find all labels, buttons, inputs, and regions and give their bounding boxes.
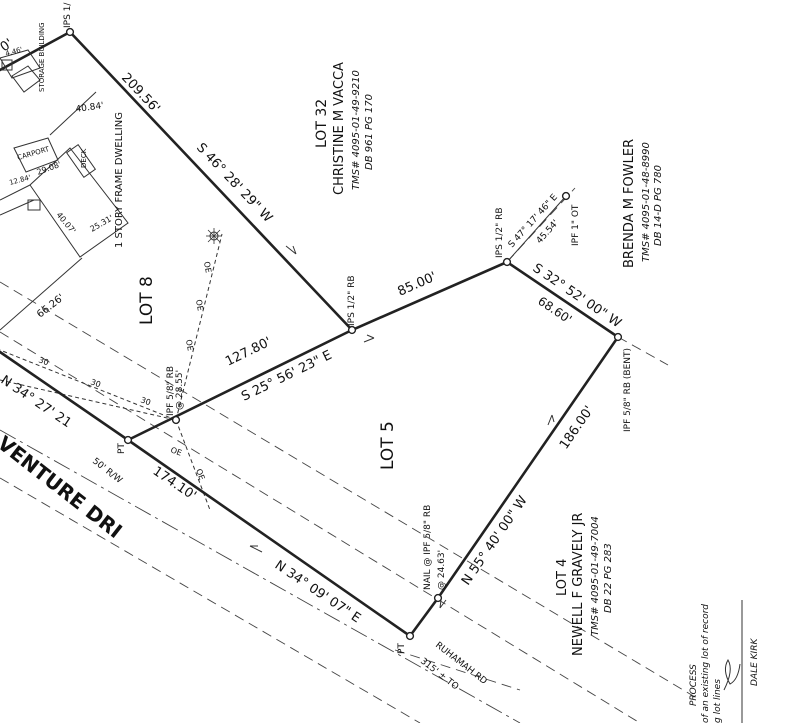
dim-12-84-label: 12.84' xyxy=(8,174,31,187)
fowler-tms: TMS# 4095-01-48-8990 xyxy=(641,142,652,262)
ipf-ot-label: IPF 1" OT xyxy=(571,204,581,246)
boundary-lot8-top xyxy=(68,30,354,332)
ips-right-label: IPS 1/2" RB xyxy=(495,207,505,258)
lot4-owner: NEWELL F GRAVELY JR xyxy=(571,513,586,656)
pt-bottom-label: PT xyxy=(397,643,407,654)
lower-dist-label: 186.00' xyxy=(557,403,597,452)
carport-label: CARPORT xyxy=(16,145,51,162)
dwelling-label-text: 1 STORY FRAME DWELLING xyxy=(114,112,125,248)
utility-label: OE xyxy=(169,445,183,457)
utility-line-oe-2 xyxy=(0,349,177,421)
dim-40-07-label: 40.07' xyxy=(54,211,77,236)
road-centerline xyxy=(0,429,521,723)
ipf-lot8-label: IPF 5/8" RB xyxy=(166,366,176,416)
storage-label: STORAGE BUILDING xyxy=(38,22,46,92)
road-bearing-label: N 34° 09' 07" E xyxy=(272,558,363,626)
pin-pt-left xyxy=(123,435,133,445)
arrow-icon xyxy=(285,245,297,255)
boundary-road-upper xyxy=(0,350,130,442)
dim-25-31-label: 25.31' xyxy=(89,213,115,233)
nail-dist-label: @ 24.63' xyxy=(437,550,447,590)
utility-line-oe-3 xyxy=(175,419,211,511)
lot4-title: LOT 4 xyxy=(555,559,570,596)
utility-label: 30 xyxy=(89,377,102,389)
ipf-lot8-dist: @ 28.55' xyxy=(175,370,185,410)
lot32-tms: TMS# 4095-01-49-9210 xyxy=(351,70,362,190)
dim-40-84-label: 40.84' xyxy=(75,101,104,115)
utility-label: 30 xyxy=(139,395,152,407)
extension-line-right xyxy=(617,336,669,366)
utility-pole-icon xyxy=(206,228,222,244)
fowler-owner: BRENDA M FOWLER xyxy=(622,139,637,268)
dwelling-label: 1 STORY FRAME DWELLING xyxy=(114,112,125,248)
dim-29-08-label: 29.08' xyxy=(36,160,63,177)
note-line-1: PROCESS xyxy=(689,664,699,706)
tie-line xyxy=(506,195,567,263)
mid-dist-label: 127.80' xyxy=(223,335,274,370)
dwelling-building xyxy=(0,137,129,258)
setback-label: 66.26' xyxy=(35,292,67,320)
dwelling-leader-line xyxy=(49,91,97,136)
surveyor-name: DALE KIRK xyxy=(750,638,760,686)
lot32-db: DB 961 PG 170 xyxy=(364,94,375,170)
pin-ipf-bent xyxy=(613,332,623,342)
utility-label: OE xyxy=(184,339,195,352)
ips-top-label: IPS 1/ xyxy=(63,2,73,28)
utility-label: OE xyxy=(202,261,213,274)
note-line-3: g lot lines xyxy=(713,679,723,723)
lot4-db: DB 22 PG 283 xyxy=(603,543,614,613)
top-bearing-label: S 46° 28' 29" W xyxy=(193,140,275,225)
utility-label: OE xyxy=(194,299,205,312)
top-dist-label: 209.56' xyxy=(118,70,163,116)
lower-bearing-label: N 55° 40' 00" W xyxy=(459,493,531,588)
ipf-bent-label: IPF 5/8" RB (BENT) xyxy=(623,348,633,432)
pin-ips-mid xyxy=(347,325,357,335)
nail-label: NAIL @ IPF 5/8" RB xyxy=(423,505,433,590)
pin-ipf-ot xyxy=(561,191,571,201)
pin-nail xyxy=(433,593,443,603)
upper-road-bearing-label: N 34° 27' 21 xyxy=(0,373,74,431)
storage-building xyxy=(0,49,41,93)
lot32-title: LOT 32 xyxy=(314,99,330,148)
arrow-icon xyxy=(363,334,375,343)
pin-ipf-lot8 xyxy=(171,415,181,425)
deck-label: DECK xyxy=(80,148,88,168)
setback-dim-line xyxy=(0,257,83,331)
note-line-2: of an existing lot of record xyxy=(701,604,711,723)
lot8-label: LOT 8 xyxy=(137,276,157,325)
arrow-icon xyxy=(439,599,447,609)
ruhamah-road-line xyxy=(394,649,521,691)
pin-pt-bottom xyxy=(405,631,415,641)
road-row-label: 50' R/W xyxy=(90,456,124,485)
pin-ips-right xyxy=(502,257,512,267)
arrow-icon xyxy=(249,545,263,553)
road-edge-line-3 xyxy=(0,477,421,723)
utility-label: OE xyxy=(194,468,206,482)
utility-line-30 xyxy=(0,379,177,421)
utility-label: 30 xyxy=(37,355,50,367)
utility-line-oe-1 xyxy=(175,233,223,421)
lot4-tms: TMS# 4095-01-49-7004 xyxy=(590,516,601,636)
ips-mid-label: IPS 1/2" RB xyxy=(347,275,357,326)
lot32-owner: CHRISTINE M VACCA xyxy=(332,62,347,195)
road-edge-line-1 xyxy=(0,331,641,723)
pin-ips-top xyxy=(65,27,75,37)
pt-left-label: PT xyxy=(117,443,127,454)
road-edge-line-2 xyxy=(0,281,701,701)
fowler-db: DB 14-D PG 780 xyxy=(653,165,664,246)
road-name-label: VENTURE DRI xyxy=(0,431,127,543)
lot5-label: LOT 5 xyxy=(378,421,398,470)
arrow-icon xyxy=(547,414,555,426)
signature-mark xyxy=(723,659,741,691)
